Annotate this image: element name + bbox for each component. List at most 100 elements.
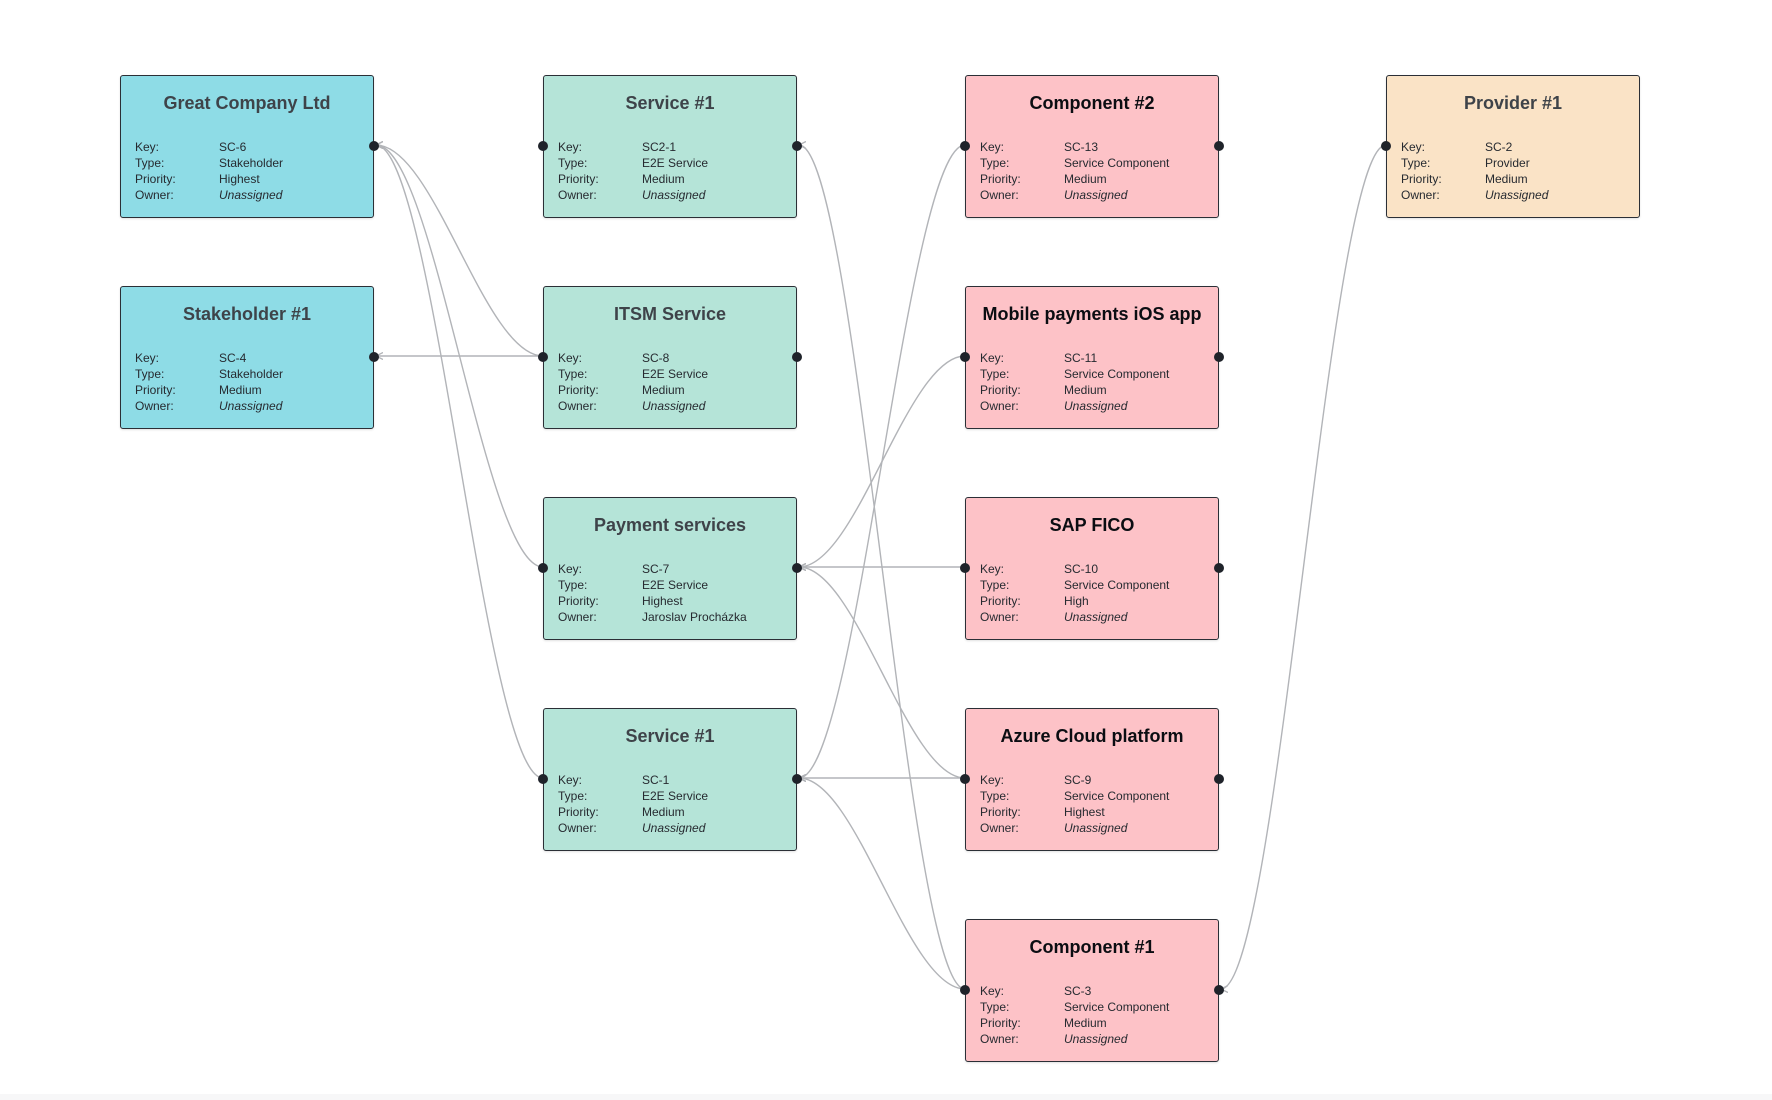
field-value-type: E2E Service [642,578,709,592]
field-value-owner: Unassigned [1064,1032,1128,1046]
field-label-type: Type: [135,367,165,381]
field-row-owner: Owner:Unassigned [1401,187,1548,203]
field-label-owner: Owner: [980,821,1019,835]
node-title: Azure Cloud platform [1000,726,1184,746]
port-left[interactable] [960,352,970,362]
field-row-key: Key:SC-1 [558,772,708,788]
field-row-type: Type:Service Component [980,577,1169,593]
field-row-priority: Priority:Medium [980,171,1169,187]
field-label-key: Key: [980,562,1005,576]
field-row-type: Type:Service Component [980,788,1169,804]
field-row-type: Type:Service Component [980,366,1169,382]
port-right[interactable] [1214,774,1224,784]
field-label-type: Type: [135,156,165,170]
port-right[interactable] [1214,563,1224,573]
field-value-type: Stakeholder [219,156,284,170]
node-title: Payment services [593,515,747,535]
field-row-type: Type:Provider [1401,155,1548,171]
port-right[interactable] [1214,352,1224,362]
field-label-key: Key: [558,562,583,576]
node-title: Component #1 [1029,937,1155,957]
field-value-key: SC-13 [1064,140,1099,154]
field-label-key: Key: [135,140,160,154]
field-value-owner: Unassigned [219,188,283,202]
edge-component-1-to-service-1-sc-1[interactable] [799,778,966,990]
edge-service-1-sc-1-to-great-company[interactable] [376,145,544,779]
port-left[interactable] [538,352,548,362]
field-label-priority: Priority: [558,172,599,186]
edge-payment-services-to-great-company[interactable] [376,145,544,568]
field-row-priority: Priority:Medium [558,171,708,187]
field-row-owner: Owner:Unassigned [980,1031,1169,1047]
port-left[interactable] [960,774,970,784]
port-right[interactable] [1214,141,1224,151]
field-value-priority: Highest [219,172,260,186]
edge-azure-cloud-to-payment-services[interactable] [799,567,966,779]
node-title: Service #1 [625,93,715,113]
field-value-type: Service Component [1064,789,1170,803]
port-right[interactable] [792,563,802,573]
field-row-type: Type:Service Component [980,155,1169,171]
field-label-key: Key: [980,140,1005,154]
field-value-owner: Unassigned [1064,821,1128,835]
field-label-key: Key: [1401,140,1426,154]
node-title: Provider #1 [1463,93,1563,113]
port-right[interactable] [792,352,802,362]
field-row-owner: Owner:Unassigned [558,820,708,836]
field-row-priority: Priority:Medium [1401,171,1548,187]
edge-itsm-service-to-great-company[interactable] [376,145,544,357]
port-left[interactable] [960,563,970,573]
field-label-owner: Owner: [1401,188,1440,202]
field-value-owner: Jaroslav Procházka [642,610,747,624]
field-value-priority: Medium [219,383,262,397]
field-value-owner: Unassigned [1064,399,1128,413]
port-left[interactable] [960,985,970,995]
port-left[interactable] [960,141,970,151]
node-title: SAP FICO [1049,515,1135,535]
port-right[interactable] [792,141,802,151]
field-value-owner: Unassigned [1064,188,1128,202]
field-row-priority: Priority:Medium [980,382,1169,398]
edge-provider-1-to-component-1[interactable] [1221,144,1387,989]
field-value-owner: Unassigned [642,821,706,835]
port-right[interactable] [369,141,379,151]
port-left[interactable] [538,141,548,151]
port-left[interactable] [538,563,548,573]
edge-component-2-to-service-1-sc-1[interactable] [799,144,966,778]
field-row-key: Key:SC-10 [980,561,1169,577]
field-row-priority: Priority:Medium [558,382,708,398]
port-right[interactable] [1214,985,1224,995]
field-label-priority: Priority: [558,383,599,397]
field-value-type: Service Component [1064,578,1170,592]
field-label-key: Key: [980,773,1005,787]
port-right[interactable] [792,774,802,784]
field-row-priority: Priority:High [980,593,1169,609]
edge-component-1-to-service-1-sc2-1[interactable] [799,145,966,990]
port-right[interactable] [369,352,379,362]
field-label-priority: Priority: [135,172,176,186]
port-left[interactable] [538,774,548,784]
field-label-key: Key: [558,773,583,787]
edge-mobile-payments-to-payment-services[interactable] [799,355,966,567]
field-label-type: Type: [558,156,588,170]
field-row-priority: Priority:Medium [135,382,283,398]
port-left[interactable] [1381,141,1391,151]
field-label-type: Type: [980,1000,1010,1014]
